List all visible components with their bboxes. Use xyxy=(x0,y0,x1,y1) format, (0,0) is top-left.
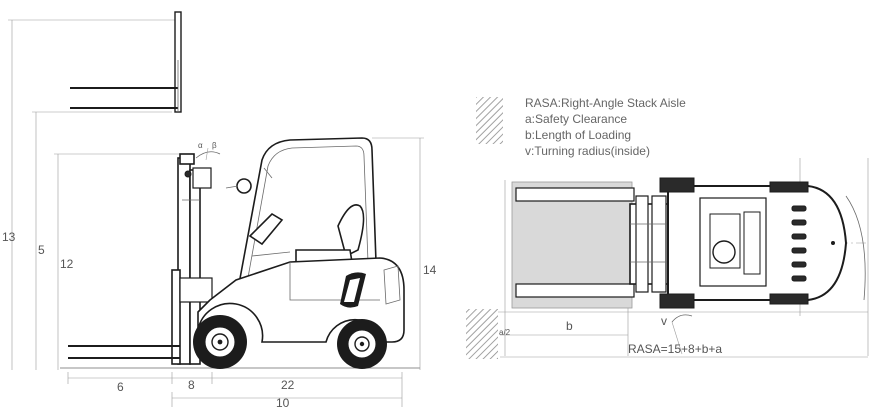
top-view: a/2 b v RASA=15+8+b+a xyxy=(466,158,869,359)
mast xyxy=(177,153,212,365)
tilt-indicator: α β xyxy=(195,141,221,161)
dim-label-6: 6 xyxy=(117,380,124,394)
top-view-forks xyxy=(515,187,635,298)
operator-seat xyxy=(248,204,365,263)
truck-body xyxy=(197,257,405,343)
dim-label-a-half: a/2 xyxy=(499,328,511,337)
dim-label-13: 13 xyxy=(2,230,16,244)
legend-turning-radius: v:Turning radius(inside) xyxy=(525,144,650,158)
legend-safety-clearance: a:Safety Clearance xyxy=(525,112,627,126)
turning-arc xyxy=(845,195,866,301)
dim-label-14: 14 xyxy=(423,263,437,277)
dim-label-v: v xyxy=(661,314,667,328)
dim-label-5: 5 xyxy=(38,243,45,257)
turning-radius-arc xyxy=(671,314,693,323)
dim-label-12: 12 xyxy=(60,257,74,271)
dim-label-22: 22 xyxy=(281,378,295,392)
tilt-beta-label: β xyxy=(212,141,217,150)
stack-wall-hatch xyxy=(466,309,498,359)
top-view-body xyxy=(659,177,848,309)
legend: RASA:Right-Angle Stack Aisle a:Safety Cl… xyxy=(476,96,686,158)
counterweight-slots xyxy=(791,205,807,282)
legend-length-of-loading: b:Length of Loading xyxy=(525,128,631,142)
rear-wheel xyxy=(337,319,387,369)
side-view: α β 13 5 12 14 6 8 22 10 xyxy=(2,11,437,407)
lower-forks xyxy=(68,269,213,365)
dim-label-10: 10 xyxy=(276,396,290,407)
dim-label-b: b xyxy=(566,319,573,333)
top-front-wheel-left xyxy=(659,177,695,193)
top-view-mast xyxy=(629,195,671,293)
raised-fork-carriage xyxy=(70,11,182,113)
legend-title: RASA:Right-Angle Stack Aisle xyxy=(525,96,686,110)
top-front-wheel-right xyxy=(659,293,695,309)
dim-label-8: 8 xyxy=(188,378,195,392)
rasa-formula: RASA=15+8+b+a xyxy=(628,342,722,356)
front-wheel xyxy=(193,315,247,369)
legend-hatch-swatch xyxy=(476,97,503,144)
tilt-alpha-label: α xyxy=(198,141,203,150)
